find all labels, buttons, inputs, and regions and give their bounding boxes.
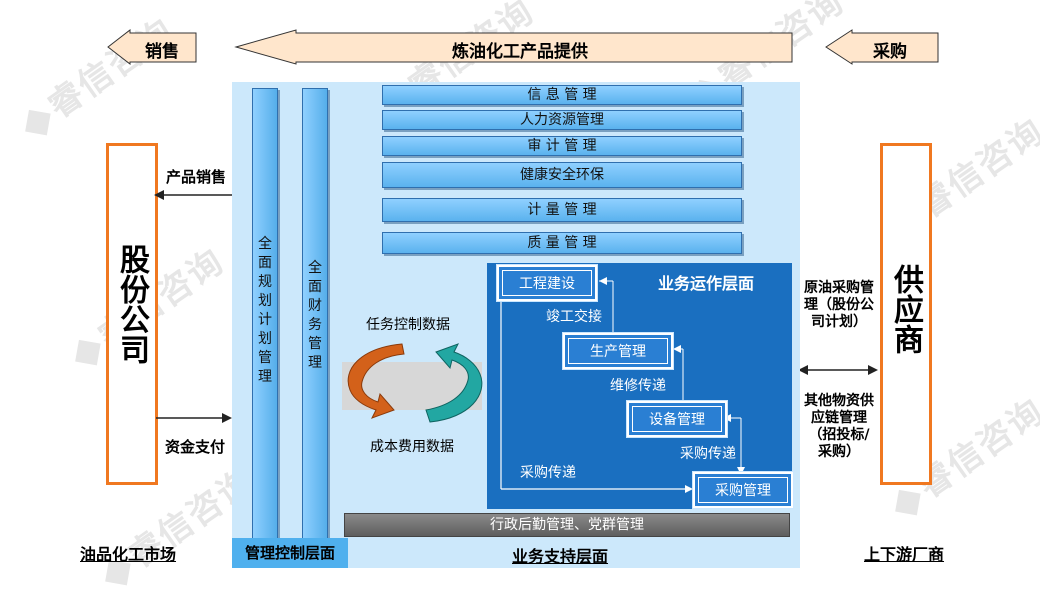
purchase-transfer-right-label: 采购传递	[680, 446, 736, 462]
crude-purchase-label: 原油采购管理（股份公司计划）	[804, 280, 874, 330]
product-sales-label: 产品销售	[166, 168, 227, 186]
supplier-title: 供应商	[888, 264, 923, 354]
production-label: 生产管理	[590, 344, 646, 360]
production-box: 生产管理	[562, 332, 674, 370]
products-arrow-label: 炼油化工产品提供	[452, 42, 588, 62]
task-data-label: 任务控制数据	[366, 317, 450, 333]
maintenance-transfer-label: 维修传递	[610, 378, 666, 394]
procurement-box: 采购管理	[692, 471, 794, 509]
left-flow-arrows	[154, 190, 234, 423]
engineering-box: 工程建设	[496, 264, 598, 302]
other-supply-label: 其他物资供应链管理（招投标/采购）	[804, 393, 874, 460]
support-bar: 人力资源管理	[382, 110, 742, 130]
management-footer: 管理控制层面	[232, 538, 348, 568]
support-bar: 计 量 管 理	[382, 198, 742, 222]
company-box: 股份公司	[106, 143, 158, 485]
orange-cycle-arrow	[347, 343, 405, 419]
supplier-box: 供应商	[880, 143, 932, 485]
cycle-arrows	[347, 343, 483, 423]
company-title: 股份公司	[114, 244, 149, 364]
support-footer: 业务支持层面	[512, 547, 609, 566]
planning-management-label: 全面规划计划管理	[258, 236, 272, 385]
equipment-label: 设备管理	[649, 412, 705, 428]
admin-bar: 行政后勤管理、党群管理	[344, 513, 790, 537]
purchase-transfer-left-label: 采购传递	[520, 465, 576, 481]
left-footer: 油品化工市场	[80, 545, 177, 564]
right-footer: 上下游厂商	[864, 545, 945, 564]
engineering-label: 工程建设	[519, 276, 575, 292]
header-arrows	[107, 28, 939, 66]
procurement-label: 采购管理	[715, 483, 771, 499]
support-bar: 审 计 管 理	[382, 136, 742, 156]
fund-payment-label: 资金支付	[165, 438, 226, 456]
finance-management-label: 全面财务管理	[308, 260, 322, 371]
operations-title: 业务运作层面	[658, 274, 755, 293]
support-bar: 信 息 管 理	[382, 85, 742, 105]
finance-management-bar: 全面财务管理	[302, 88, 328, 540]
equipment-box: 设备管理	[626, 400, 728, 438]
support-bar: 质 量 管 理	[382, 232, 742, 254]
purchase-arrow-label: 采购	[873, 42, 907, 62]
support-bar: 健康安全环保	[382, 162, 742, 188]
cost-data-label: 成本费用数据	[370, 439, 454, 455]
supplier-bidirectional-arrow	[798, 365, 878, 375]
teal-cycle-arrow	[425, 343, 483, 423]
sales-arrow-label: 销售	[145, 42, 179, 62]
handover-label: 竣工交接	[546, 309, 602, 325]
planning-management-bar: 全面规划计划管理	[252, 88, 278, 540]
